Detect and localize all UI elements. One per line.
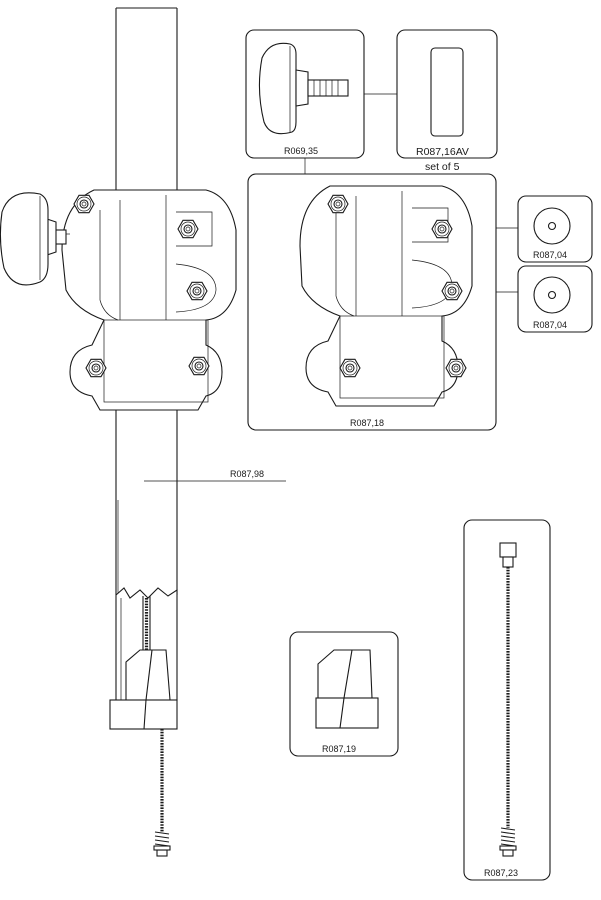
washer-top-box: R087,04: [517, 195, 593, 263]
pad-note-label: set of 5: [425, 161, 460, 173]
cable-box: R087,23: [463, 519, 551, 881]
main-clamp: [0, 189, 237, 411]
clamp-box: R087,18: [247, 173, 497, 431]
cable-label: R087,23: [484, 868, 518, 878]
pad-box: R087,16AV set of 5: [396, 29, 498, 173]
pole-assembly: R087,98: [109, 7, 286, 857]
end-cap-label: R087,19: [322, 744, 356, 754]
knob-box: R069,35: [245, 29, 365, 159]
clamp-label: R087,18: [350, 418, 384, 428]
washer-bottom-label: R087,04: [533, 320, 567, 330]
end-cap-box: R087,19: [289, 631, 399, 757]
knob-label: R069,35: [284, 146, 318, 156]
washer-bottom-box: R087,04: [517, 265, 593, 333]
pad-label: R087,16AV: [416, 146, 469, 158]
washer-top-label: R087,04: [533, 250, 567, 260]
pole-label: R087,98: [230, 469, 264, 479]
